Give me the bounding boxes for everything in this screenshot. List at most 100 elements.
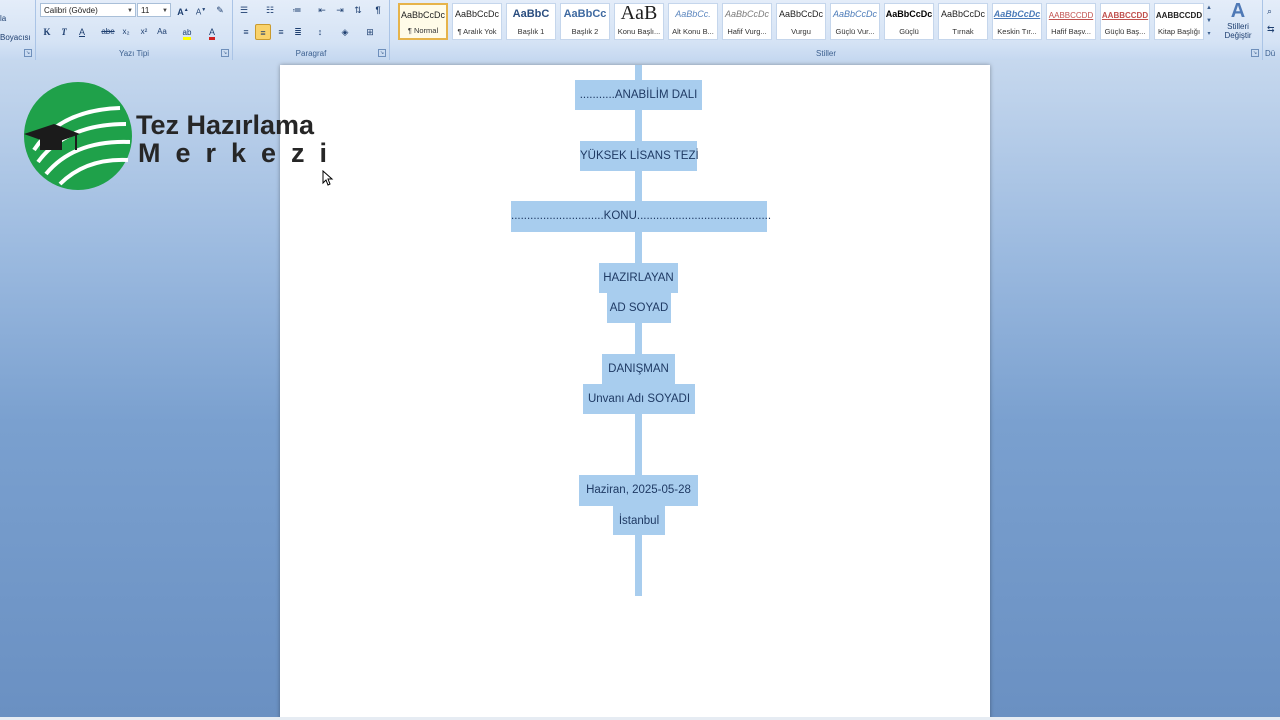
subscript-button[interactable]: x₂ <box>118 24 134 40</box>
decrease-indent-icon: ⇤ <box>318 5 326 15</box>
style-tile[interactable]: AaBbCc.Alt Konu B... <box>668 3 718 40</box>
align-left-button[interactable]: ≡ <box>238 24 254 40</box>
multilevel-list-button[interactable]: ≔ <box>289 2 305 18</box>
font-color-icon: A <box>208 27 215 40</box>
strikethrough-button[interactable]: abe <box>100 24 116 40</box>
thesis-type-line[interactable]: YÜKSEK LİSANS TEZİ <box>580 141 699 171</box>
multilevel-list-icon: ≔ <box>292 5 302 15</box>
style-tile[interactable]: AABBCCDD Hafif Başv... <box>1046 3 1096 40</box>
font-launcher-icon[interactable]: ↘ <box>221 49 229 57</box>
superscript-icon: x² <box>140 27 148 36</box>
superscript-button[interactable]: x² <box>136 24 152 40</box>
change-case-button[interactable]: Aa <box>154 24 170 40</box>
show-formatting-marks-button[interactable]: ¶ <box>370 2 386 18</box>
shrink-font-icon: A <box>195 7 202 17</box>
justify-button[interactable]: ≣ <box>290 24 306 40</box>
increase-indent-icon: ⇥ <box>336 5 344 15</box>
align-center-icon: ≡ <box>260 28 266 38</box>
format-painter-label[interactable]: Boyacısı <box>0 33 31 42</box>
align-right-icon: ≡ <box>278 27 284 37</box>
scroll-down-icon[interactable]: ▼ <box>1206 18 1212 24</box>
align-center-button[interactable]: ≡ <box>255 24 271 40</box>
justify-icon: ≣ <box>294 27 302 37</box>
numbering-button[interactable]: ☷ <box>262 2 278 18</box>
advisor-label[interactable]: DANIŞMAN <box>602 354 675 384</box>
style-name: Güçlü Baş... <box>1104 27 1146 36</box>
increase-indent-button[interactable]: ⇥ <box>332 2 348 18</box>
shading-button[interactable]: ◈ <box>337 24 353 40</box>
font-color-button[interactable]: A <box>204 24 220 40</box>
find-icon[interactable]: ⌕ <box>1267 6 1273 16</box>
border-icon: ⊞ <box>366 27 374 37</box>
bold-icon: K <box>43 27 51 37</box>
style-tile[interactable]: AaBbCcDc¶ Normal <box>398 3 448 40</box>
scroll-up-icon[interactable]: ▲ <box>1206 5 1212 11</box>
logo-text-line2: Merkezi <box>138 138 343 168</box>
styles-group-label: Stiller <box>815 49 836 58</box>
font-size-combo[interactable]: 11 ▼ <box>137 3 171 17</box>
style-name: Alt Konu B... <box>672 27 714 36</box>
clipboard-launcher-icon[interactable]: ↘ <box>24 49 32 57</box>
style-tile[interactable]: AaBbCcDc¶ Aralık Yok <box>452 3 502 40</box>
style-name: Güçlü <box>899 27 919 36</box>
sort-button[interactable]: ⇅ <box>350 2 366 18</box>
selection-highlight-bar <box>635 65 642 596</box>
grow-font-icon: A <box>177 7 184 17</box>
paste-partial-label[interactable]: la <box>0 14 7 23</box>
gallery-more-icon[interactable]: ▾ <box>1207 31 1211 37</box>
align-left-icon: ≡ <box>243 27 249 37</box>
paragraph-launcher-icon[interactable]: ↘ <box>378 49 386 57</box>
status-bar <box>0 717 1280 720</box>
city-line[interactable]: İstanbul <box>613 506 665 535</box>
bold-button[interactable]: K <box>39 24 55 40</box>
logo-text-line1: Tez Hazırlama <box>136 110 315 140</box>
align-right-button[interactable]: ≡ <box>273 24 289 40</box>
editing-group: ⌕ ⇆ Dü <box>1263 0 1280 60</box>
document-page[interactable]: ...........ANABİLİM DALI YÜKSEK LİSANS T… <box>280 65 990 720</box>
style-sample: AaBbCcDc <box>993 9 1041 19</box>
date-line[interactable]: Haziran, 2025-05-28 <box>579 475 698 506</box>
italic-icon: T <box>61 27 67 37</box>
underline-button[interactable]: A <box>74 24 90 40</box>
paint-bucket-icon: ◈ <box>341 27 349 37</box>
borders-button[interactable]: ⊞ <box>362 24 378 40</box>
highlight-button[interactable]: ab <box>179 24 195 40</box>
subject-line[interactable]: .............................KONU.......… <box>511 201 771 232</box>
advisor-name[interactable]: Unvanı Adı SOYADI <box>583 384 695 414</box>
bullets-button[interactable]: ☰ <box>236 2 252 18</box>
change-styles-button[interactable]: A Stilleri Değiştir <box>1218 0 1258 46</box>
gallery-scroll[interactable]: ▲ ▼ ▾ <box>1204 2 1214 42</box>
department-line[interactable]: ...........ANABİLİM DALI <box>575 80 702 110</box>
font-family-combo[interactable]: Calibri (Gövde) ▼ <box>40 3 136 17</box>
shrink-font-button[interactable]: A▼ <box>195 7 207 17</box>
prepared-by-label[interactable]: HAZIRLAYAN <box>599 263 678 293</box>
italic-button[interactable]: T <box>56 24 72 40</box>
style-name: Vurgu <box>791 27 811 36</box>
author-name[interactable]: AD SOYAD <box>607 293 671 323</box>
style-name: Hafif Başv... <box>1051 27 1091 36</box>
change-case-icon: Aa <box>157 27 167 36</box>
change-styles-label-1: Stilleri <box>1227 22 1249 31</box>
replace-icon[interactable]: ⇆ <box>1267 24 1275 34</box>
decrease-indent-button[interactable]: ⇤ <box>314 2 330 18</box>
style-sample: AABBCCDD <box>1155 11 1203 20</box>
pilcrow-icon: ¶ <box>375 5 381 15</box>
clear-formatting-button[interactable]: ✎ <box>212 2 228 18</box>
grow-font-button[interactable]: A▲ <box>177 7 189 17</box>
style-sample: AABBCCDD <box>1048 11 1094 20</box>
sort-icon: ⇅ <box>354 5 362 15</box>
styles-launcher-icon[interactable]: ↘ <box>1251 49 1259 57</box>
line-spacing-button[interactable]: ↕ <box>312 24 328 40</box>
style-sample: AaBbCcDc <box>400 10 445 20</box>
